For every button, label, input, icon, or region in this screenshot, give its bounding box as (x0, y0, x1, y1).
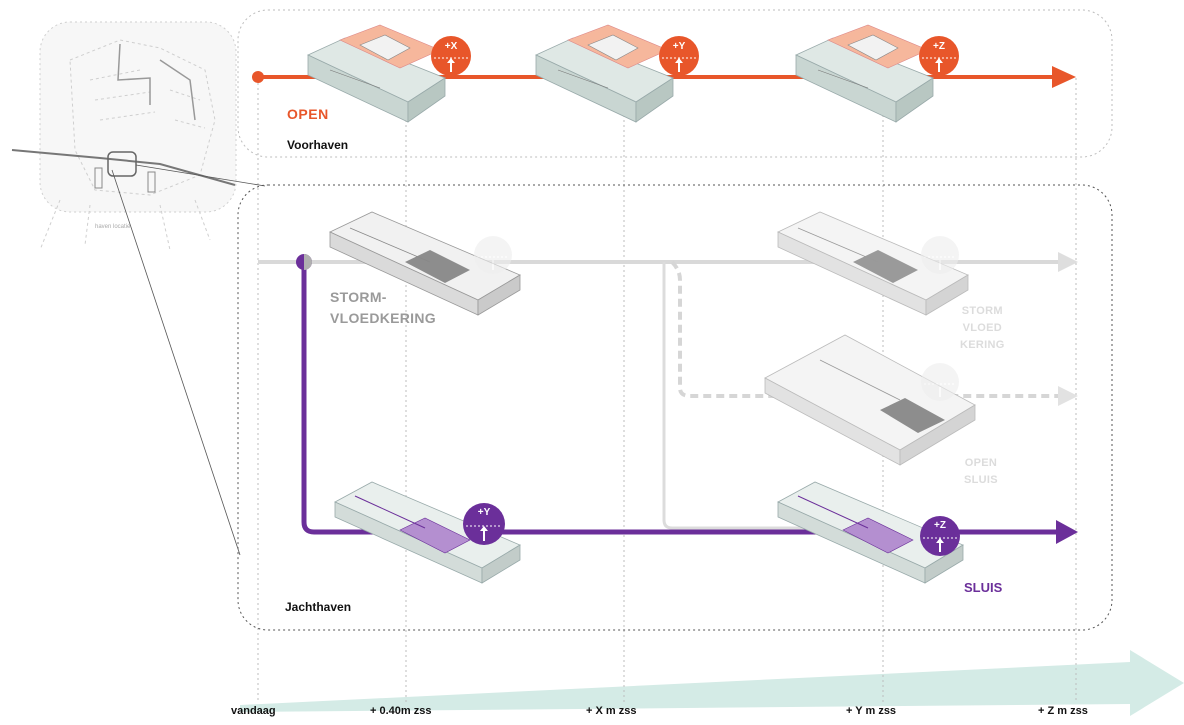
water-level-badge-icon (659, 36, 699, 76)
route-split-dot (296, 254, 312, 270)
open-route-arrowhead (1052, 66, 1076, 88)
open-route-start-dot (252, 71, 264, 83)
water-level-badge-icon (920, 516, 960, 556)
route-label-line: VLOEDKERING (330, 310, 436, 326)
timeline-tick: vandaag (231, 705, 276, 717)
badge-label-open-3: +Z (933, 41, 945, 52)
timeline-arrow (240, 650, 1184, 716)
storm-platform-1 (329, 211, 521, 316)
badge-label-open-2: +Y (672, 41, 686, 52)
location-map: haven locatie (11, 21, 266, 556)
route-label-line: VLOED (962, 322, 1002, 334)
branch-line (662, 262, 820, 530)
route-label-line: OPEN (964, 457, 998, 469)
route-label-line: SLUIS (964, 474, 998, 486)
sluis-route-line (301, 262, 1058, 535)
route-label-line: STORM- (330, 289, 387, 305)
route-label-faint-open-sluis: OPEN SLUIS (964, 455, 998, 489)
water-level-badge-icon (919, 36, 959, 76)
open-platform-1 (307, 24, 446, 123)
water-level-badge-icon (431, 36, 471, 76)
section-title-voorhaven: Voorhaven (287, 138, 349, 152)
route-label-line: STORM (961, 305, 1003, 317)
open-platform-3 (795, 24, 934, 123)
route-label-open: OPEN (287, 106, 329, 122)
sluis-platform-2 (777, 481, 964, 584)
storm-platform-2 (777, 211, 969, 316)
section-title-jachthaven: Jachthaven (285, 600, 352, 614)
sluis-platform-1 (334, 481, 521, 584)
faint-water-level-badge-icon (921, 363, 959, 401)
storm-route-arrowhead (1058, 252, 1078, 272)
timeline-tick: + 0.40m zss (370, 705, 432, 717)
route-label-faint-storm: STORM VLOED KERING (960, 303, 1005, 354)
open-sluis-arrowhead (1058, 386, 1078, 406)
faint-water-level-badge-icon (474, 236, 512, 274)
map-label: haven locatie (95, 224, 131, 230)
route-label-line: KERING (960, 339, 1005, 351)
faint-water-level-badge-icon (921, 236, 959, 274)
route-label-stormvloedkering: STORM- VLOEDKERING (330, 287, 436, 329)
badge-label-jacht-2: +Z (934, 520, 946, 531)
open-sluis-platform (764, 334, 976, 466)
badge-label-jacht-1: +Y (477, 507, 491, 518)
badge-label-open-1: +X (444, 41, 458, 52)
timeline-tick: + Z m zss (1038, 705, 1088, 717)
voorhaven-frame (237, 9, 1113, 158)
water-level-badge-icon (463, 503, 505, 545)
timeline-tick: + X m zss (586, 705, 637, 717)
sluis-route-arrowhead (1056, 520, 1078, 544)
timeline-tick: + Y m zss (846, 705, 897, 717)
route-label-sluis: SLUIS (964, 580, 1003, 595)
jachthaven-frame (237, 184, 1113, 631)
open-sluis-dashed-route (670, 260, 1060, 398)
open-platform-2 (535, 24, 674, 123)
